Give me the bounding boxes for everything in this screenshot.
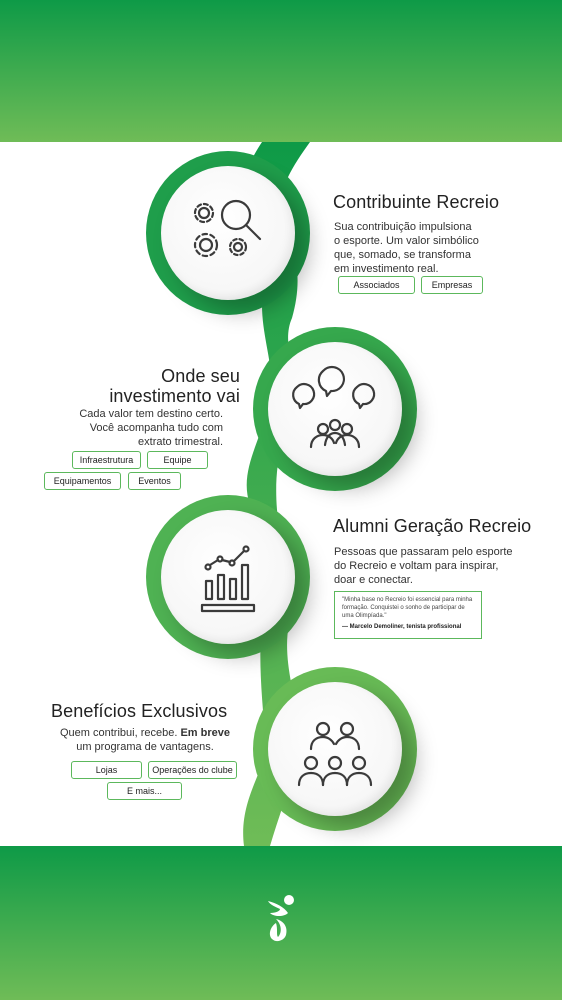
quote-line: formação. Conquistei o sonho de particip…	[342, 605, 465, 611]
desc-line: que, somado, se transforma	[334, 249, 471, 261]
title-line: investimento vai	[109, 386, 240, 406]
tag-eventos[interactable]: Eventos	[128, 472, 181, 490]
desc-line: Quem contribui, recebe. Em breve	[50, 726, 240, 740]
beneficios-title: Benefícios Exclusivos	[51, 701, 228, 721]
contribuinte-description: Sua contribuição impulsiona o esporte. U…	[334, 220, 479, 276]
investimento-description: Cada valor tem destino certo. Você acomp…	[60, 407, 223, 449]
alumni-quote-box: "Minha base no Recreio foi essencial par…	[334, 591, 482, 639]
tag-empresas[interactable]: Empresas	[421, 276, 483, 294]
investimento-circle	[268, 342, 402, 476]
desc-bold: Em breve	[180, 727, 230, 739]
people-sharing-icon	[292, 366, 376, 449]
tag-operacoes-do-clube[interactable]: Operações do clube	[148, 761, 237, 779]
tag-equipamentos[interactable]: Equipamentos	[44, 472, 121, 490]
group-people-icon	[297, 721, 373, 787]
beneficios-circle	[268, 682, 402, 816]
desc-line: em investimento real.	[334, 263, 439, 275]
tag-infraestrutura[interactable]: Infraestrutura	[72, 451, 141, 469]
beneficios-description: Quem contribui, recebe. Em breve um prog…	[50, 726, 240, 754]
alumni-description: Pessoas que passaram pelo esporte do Rec…	[334, 545, 513, 587]
gears-magnifier-icon	[193, 199, 262, 258]
desc-line: Sua contribuição impulsiona	[334, 221, 472, 233]
desc-line: doar e conectar.	[334, 574, 413, 586]
bar-chart-growth-icon	[200, 545, 256, 613]
desc-line: um programa de vantagens.	[76, 741, 214, 753]
tag-lojas[interactable]: Lojas	[71, 761, 142, 779]
recreio-logo-icon	[268, 895, 294, 942]
title-line: Onde seu	[161, 366, 240, 386]
investimento-title: Onde seu investimento vai	[80, 366, 240, 406]
alumni-title: Alumni Geração Recreio	[333, 516, 532, 536]
quote-line: "Minha base no Recreio foi essencial par…	[342, 597, 473, 603]
contribuinte-circle	[161, 166, 295, 300]
contribuinte-title: Contribuinte Recreio	[333, 192, 500, 212]
desc-text: Quem contribui, recebe.	[60, 727, 181, 739]
desc-line: do Recreio e voltam para inspirar,	[334, 560, 499, 572]
desc-line: Você acompanha tudo com	[89, 422, 223, 434]
desc-line: o esporte. Um valor simbólico	[334, 235, 479, 247]
tag-associados[interactable]: Associados	[338, 276, 415, 294]
desc-line: Cada valor tem destino certo.	[79, 408, 223, 420]
tag-equipe[interactable]: Equipe	[147, 451, 208, 469]
quote-line: uma Olimpíada."	[342, 613, 387, 619]
quote-author: — Marcelo Demoliner, tenista profissiona…	[342, 624, 462, 630]
tag-e-mais[interactable]: E mais...	[107, 782, 182, 800]
alumni-circle	[161, 510, 295, 644]
desc-line: Pessoas que passaram pelo esporte	[334, 546, 513, 558]
desc-line: extrato trimestral.	[138, 436, 223, 448]
top-green-band	[0, 0, 562, 142]
